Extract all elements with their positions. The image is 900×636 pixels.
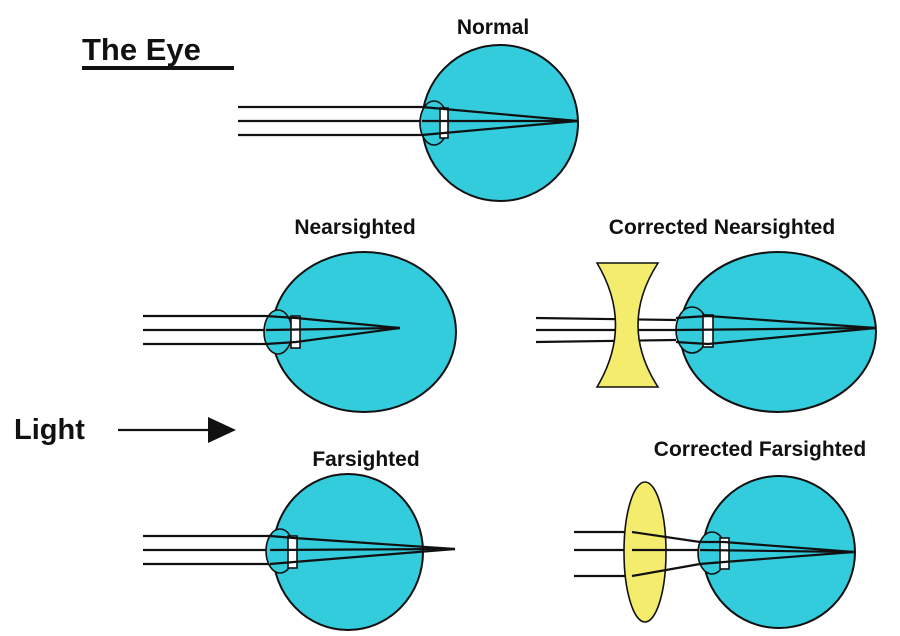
title-text: The Eye xyxy=(82,32,201,67)
concave-lens xyxy=(595,262,660,388)
nearsighted-eye-panel: Nearsighted xyxy=(143,216,457,413)
corrected-nearsighted-panel: Corrected Nearsighted xyxy=(535,216,877,413)
corrected-nearsighted-eye-lens xyxy=(702,314,714,348)
normal-eye-panel: Normal xyxy=(238,16,579,202)
farsighted-eye-lens xyxy=(287,535,298,569)
title-underline xyxy=(82,66,234,70)
nearsighted-eye-lens xyxy=(290,315,301,349)
nearsighted-label: Nearsighted xyxy=(294,216,415,239)
corrected-farsighted-panel: Corrected Farsighted xyxy=(574,438,866,629)
corrected-nearsighted-label: Corrected Nearsighted xyxy=(609,216,835,239)
diagram-title: The Eye xyxy=(82,32,234,70)
farsighted-eye-panel: Farsighted xyxy=(143,448,456,631)
arrow-right-icon xyxy=(208,417,236,443)
farsighted-label: Farsighted xyxy=(312,448,419,471)
light-label: Light xyxy=(14,414,85,446)
convex-lens xyxy=(623,481,667,623)
normal-label: Normal xyxy=(457,16,529,39)
corrected-farsighted-eye-lens xyxy=(719,537,730,570)
corrected-farsighted-label: Corrected Farsighted xyxy=(654,438,866,461)
light-direction: Light xyxy=(14,414,236,446)
